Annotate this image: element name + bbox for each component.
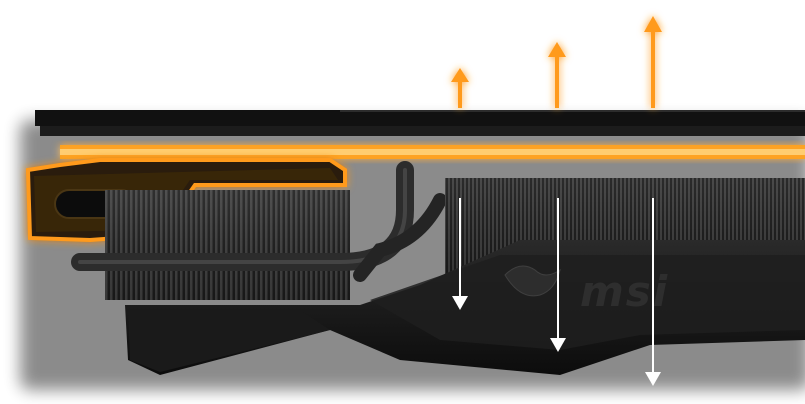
heat-arrow-up-3 [644,16,662,108]
backplate [35,110,805,136]
air-arrow-down-1 [452,198,468,310]
heatpipes [71,161,447,282]
air-arrow-down-2 [550,198,566,352]
pcb-heat-edge [60,145,805,159]
msi-logo-text: msi [580,267,669,316]
heat-out-arrows [451,16,662,108]
left-fin-stack [105,190,350,300]
heat-arrow-up-2 [548,42,566,108]
airflow-down-arrows [452,198,661,386]
fan-shroud [125,240,805,375]
heat-arrow-up-1 [451,68,469,108]
dragon-emblem-icon [504,265,561,297]
air-arrow-down-3 [645,198,661,386]
